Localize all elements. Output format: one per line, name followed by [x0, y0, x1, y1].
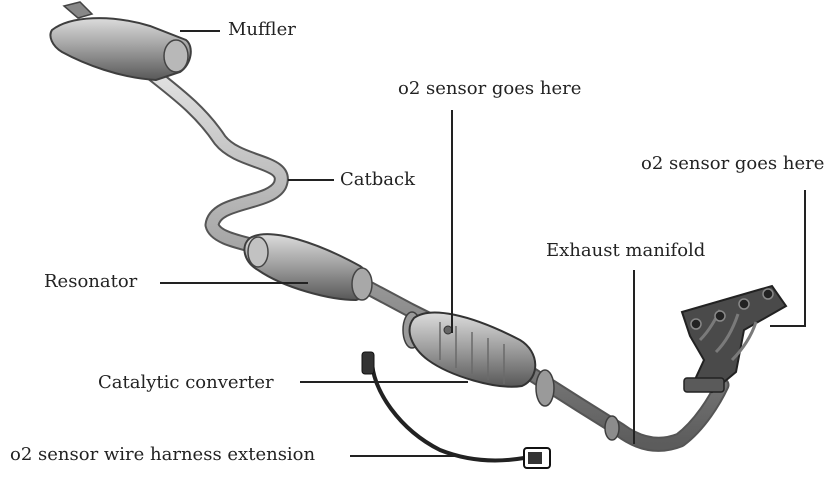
muffler-shape: [50, 2, 190, 80]
label-catalytic-converter: Catalytic converter: [98, 374, 274, 392]
label-muffler: Muffler: [228, 21, 296, 39]
catalytic-converter-shape: [410, 313, 536, 387]
label-catback: Catback: [340, 171, 415, 189]
connector-shape: [605, 416, 619, 440]
label-exhaust-manifold: Exhaust manifold: [546, 242, 705, 260]
label-resonator: Resonator: [44, 273, 137, 291]
resonator-shape: [244, 234, 372, 300]
label-o2-sensor-1: o2 sensor goes here: [398, 80, 581, 98]
label-wire-harness: o2 sensor wire harness extension: [10, 446, 315, 464]
exhaust-manifold-shape: [682, 286, 786, 392]
label-o2-sensor-2: o2 sensor goes here: [641, 155, 824, 173]
